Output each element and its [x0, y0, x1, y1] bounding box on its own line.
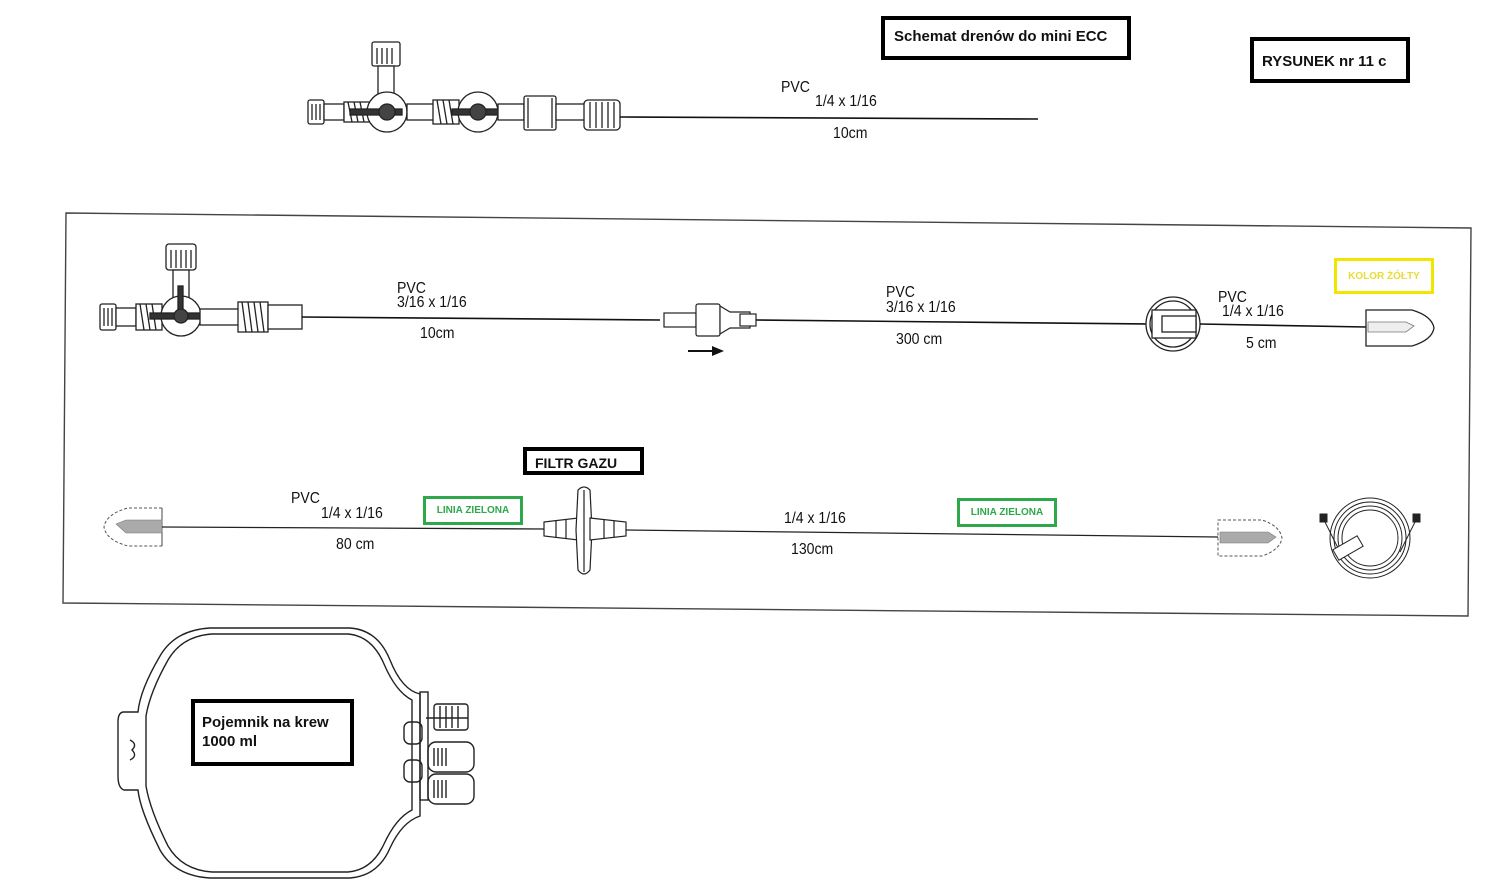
panel-border	[62, 212, 1472, 617]
row1-tube-5cm	[1199, 323, 1367, 328]
row2-seg1-size: 1/4 x 1/16	[321, 505, 383, 522]
check-valve	[663, 303, 757, 337]
row1-seg1-length: 10cm	[420, 325, 455, 342]
row1-seg1-material: PVC	[397, 280, 426, 297]
green-line-note-2: LINIA ZIELONA	[957, 498, 1057, 527]
row2-seg2-size: 1/4 x 1/16	[784, 510, 846, 527]
row2-left-end-tip	[115, 519, 163, 534]
gas-filter-label: FILTR GAZU	[523, 447, 644, 475]
blood-container-label-line1: Pojemnik na krew	[202, 714, 329, 731]
row2-seg2-length: 130cm	[791, 541, 834, 558]
row2-tube-130cm	[625, 529, 1219, 538]
row1-tube-300cm	[755, 319, 1147, 325]
row2-tube-80cm	[161, 526, 545, 530]
top-line-size: 1/4 x 1/16	[815, 93, 877, 110]
row1-seg1-size: 3/16 x 1/16	[397, 294, 467, 311]
top-stopcock-assembly	[307, 41, 621, 133]
row1-seg2-size: 3/16 x 1/16	[886, 299, 956, 316]
row2-right-end-tip	[1219, 531, 1277, 544]
row1-seg2-length: 300 cm	[896, 331, 943, 348]
gas-filter	[543, 486, 627, 575]
row1-tube-10cm	[301, 316, 661, 321]
row1-stopcock-assembly	[99, 243, 303, 337]
coiled-tube-icon	[1319, 497, 1421, 579]
row1-end-connector-tip	[1367, 321, 1415, 333]
figure-label: RYSUNEK nr 11 c	[1250, 37, 1410, 83]
green-line-note-1: LINIA ZIELONA	[423, 496, 523, 525]
flow-arrow-icon	[688, 346, 724, 356]
diagram-title: Schemat drenów do mini ECC	[881, 16, 1131, 60]
top-line-length: 10cm	[833, 125, 868, 142]
blood-container-label-line2: 1000 ml	[202, 733, 258, 750]
top-line-material: PVC	[781, 79, 810, 96]
tube-connector-round	[1145, 296, 1201, 352]
row1-seg2-material: PVC	[886, 284, 915, 301]
blood-bag-drawing	[117, 627, 475, 879]
row2-seg1-material: PVC	[291, 490, 320, 507]
top-tube	[619, 116, 1039, 120]
yellow-color-note: KOLOR ŻÓŁTY	[1334, 258, 1434, 294]
row1-seg3-material: PVC	[1218, 289, 1247, 306]
row2-seg1-length: 80 cm	[336, 536, 375, 553]
row1-seg3-length: 5 cm	[1246, 335, 1277, 352]
row1-seg3-size: 1/4 x 1/16	[1222, 303, 1284, 320]
blood-container-label: Pojemnik na krew 1000 ml	[191, 699, 354, 766]
